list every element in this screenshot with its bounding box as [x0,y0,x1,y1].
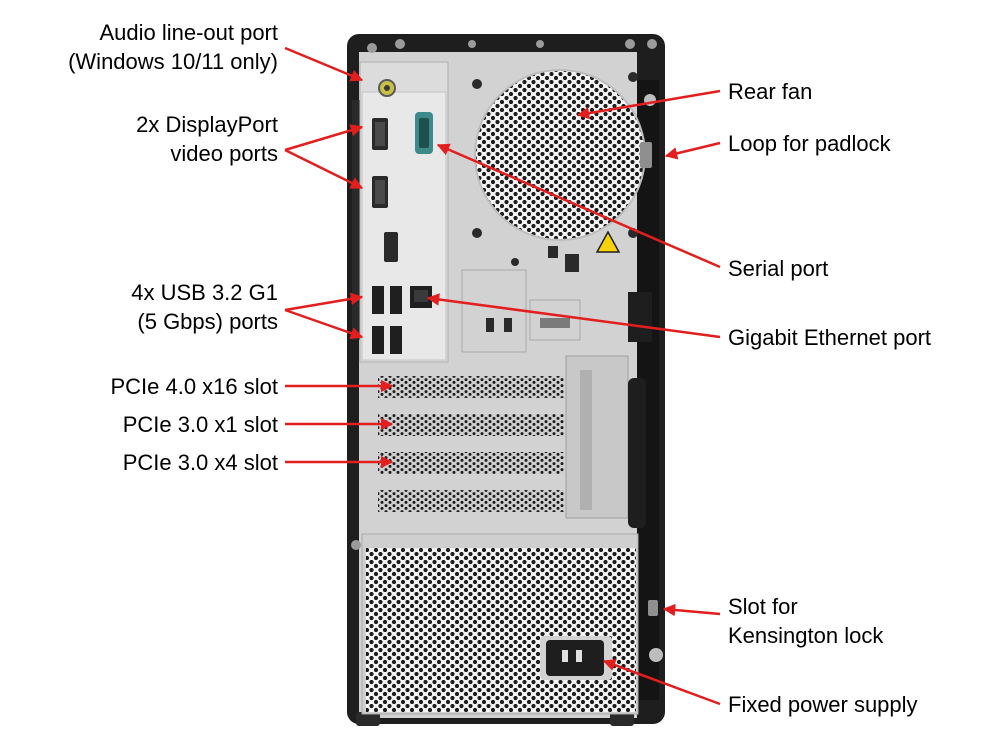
knockouts [461,142,652,353]
label-pcie-x1: PCIe 3.0 x1 slot [122,412,278,437]
usb-port-1 [372,286,384,314]
label-padlock-loop: Loop for padlock [728,131,891,156]
io-panel [359,61,449,363]
pcie-blank-slot [378,490,564,512]
label-serial-port: Serial port [728,256,829,281]
usb-port-4 [390,326,402,354]
warning-icon [595,230,621,253]
usb-port-2 [390,286,402,314]
arrow-usb-2 [284,308,364,340]
label-displayport: 2x DisplayPort video ports [136,112,278,166]
arrow-psu [602,659,721,706]
expansion-slots [378,355,646,528]
arrow-usb-1 [284,292,364,312]
label-ethernet-port: Gigabit Ethernet port [728,325,932,350]
arrow-ethernet [426,293,721,339]
padlock-loop [640,142,652,168]
kensington-slot [648,600,658,616]
label-rear-fan: Rear fan [728,79,813,104]
pcie-x1-slot [378,414,564,436]
usb-port-3 [372,326,384,354]
arrow-kensington [662,603,721,617]
arrow-serial [436,143,721,269]
power-supply [361,533,658,715]
arrow-padlock [664,141,721,160]
label-kensington-slot: Slot for Kensington lock [728,594,884,648]
pcie-x16-slot [378,376,564,398]
pcie-x4-slot [378,452,564,474]
label-usb-ports: 4x USB 3.2 G1 (5 Gbps) ports [131,280,278,334]
arrow-displayport-2 [284,148,364,190]
label-pcie-x4: PCIe 3.0 x4 slot [122,450,278,475]
label-audio-port: Audio line-out port (Windows 10/11 only) [68,20,278,74]
arrow-rear-fan [576,89,721,120]
padlock-loop-body [628,292,652,342]
thumbscrew-bottom [649,648,663,662]
callout-arrows [284,46,721,706]
hdmi-port [384,232,398,262]
label-pcie-x16: PCIe 4.0 x16 slot [110,374,278,399]
power-inlet [546,640,604,676]
arrow-displayport-1 [284,124,364,152]
label-power-supply: Fixed power supply [728,692,918,717]
arrow-audio [284,46,364,82]
